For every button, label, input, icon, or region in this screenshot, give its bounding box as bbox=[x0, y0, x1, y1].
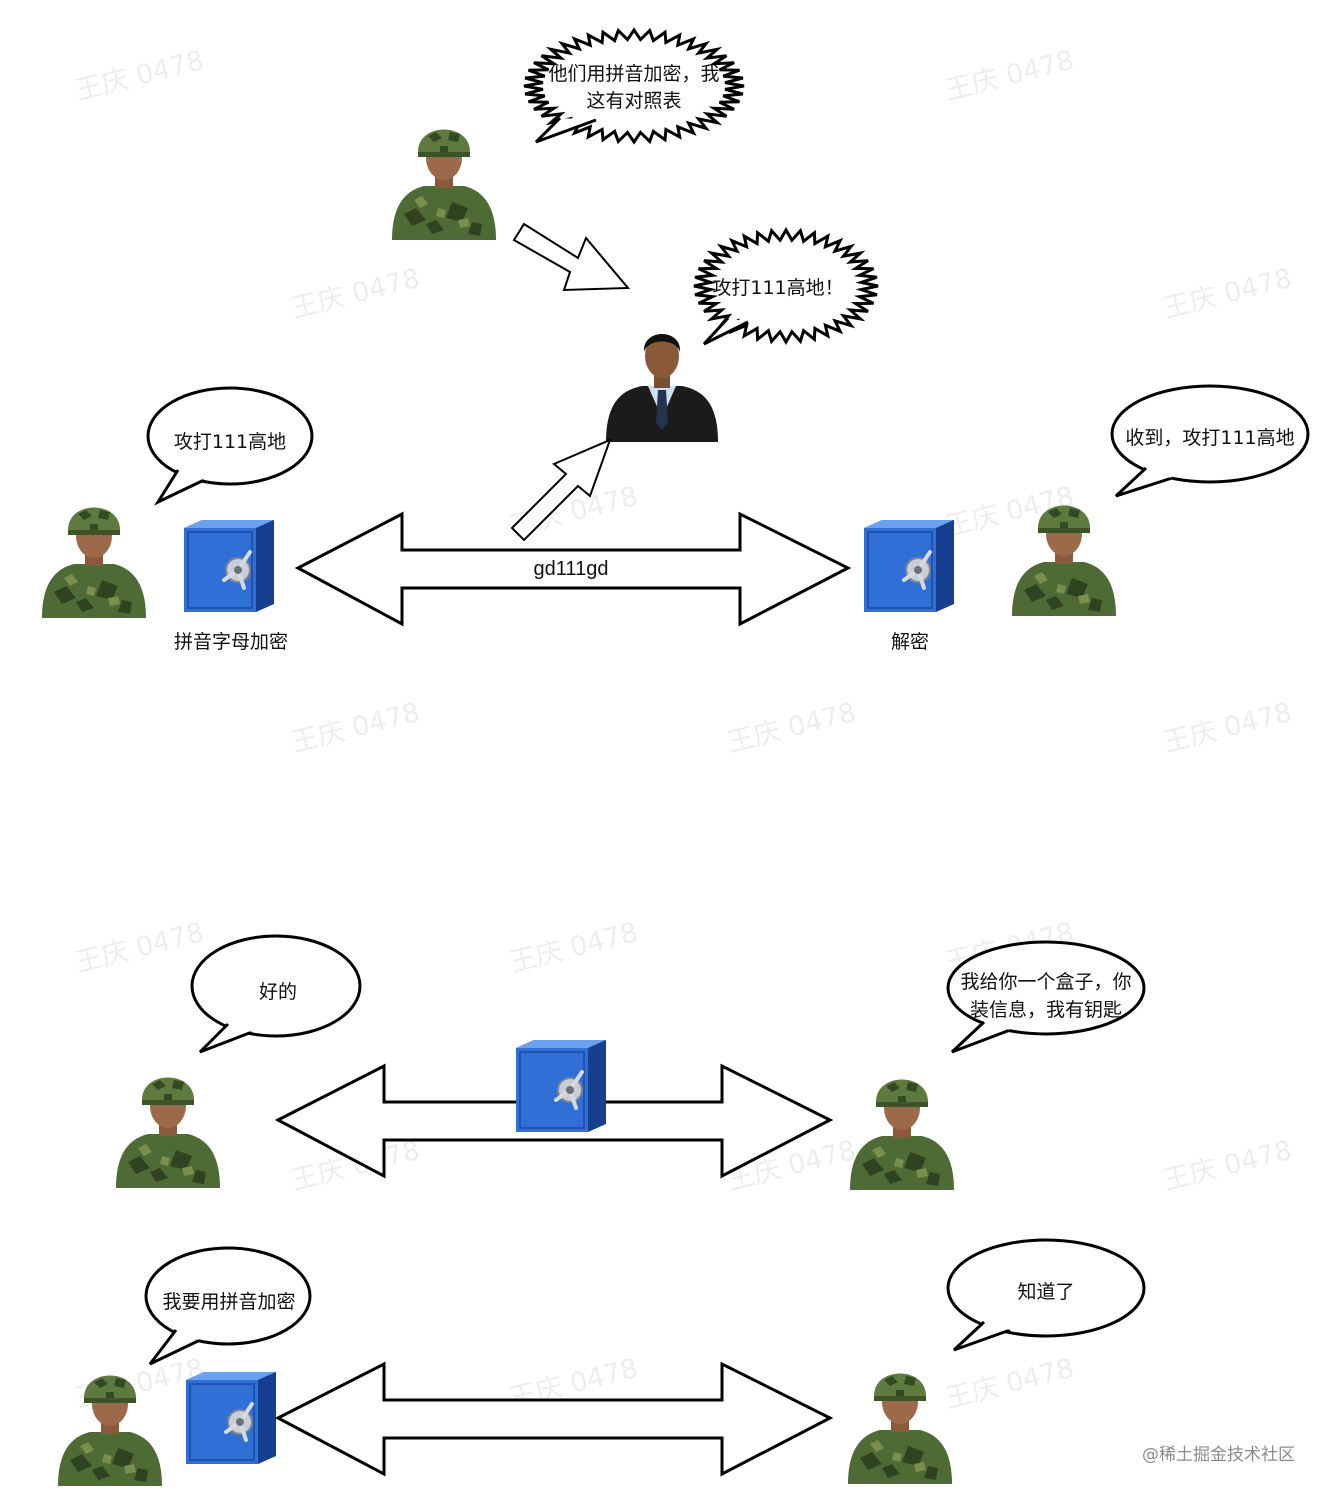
scene2-left-speech-bubble: 好的 bbox=[190, 934, 362, 1054]
scene2-right-speech-bubble: 我给你一个盒子，你 装信息，我有钥匙 bbox=[946, 940, 1146, 1054]
svg-text:王庆 0478: 王庆 0478 bbox=[724, 697, 859, 759]
scene2-left-soldier-icon bbox=[116, 1077, 220, 1188]
sender-soldier-icon bbox=[42, 507, 146, 618]
message-label: gd111gd bbox=[534, 558, 609, 580]
svg-text:王庆 0478: 王庆 0478 bbox=[72, 45, 207, 107]
scene2-right-bubble-text-line1: 我给你一个盒子，你 bbox=[960, 971, 1131, 993]
scene2-left-bubble-text: 好的 bbox=[259, 981, 297, 1003]
sender-bubble-text: 攻打111高地 bbox=[174, 431, 286, 453]
svg-text:王庆 0478: 王庆 0478 bbox=[942, 1353, 1077, 1415]
scene3-right-bubble-text: 知道了 bbox=[1017, 1281, 1074, 1303]
scene3-left-speech-bubble: 我要用拼音加密 bbox=[144, 1246, 312, 1366]
channel-to-boss-arrow bbox=[510, 438, 612, 542]
watermark-layer: 王庆 0478 王庆 0478 王庆 0478 王庆 0478 王庆 0478 … bbox=[72, 45, 1295, 1415]
svg-text:王庆 0478: 王庆 0478 bbox=[1160, 697, 1295, 759]
svg-text:王庆 0478: 王庆 0478 bbox=[288, 697, 423, 759]
svg-text:王庆 0478: 王庆 0478 bbox=[1160, 263, 1295, 325]
boss-speech-bubble: 攻打111高地！ bbox=[693, 227, 879, 346]
svg-text:王庆 0478: 王庆 0478 bbox=[1160, 1135, 1295, 1197]
scene3-double-arrow bbox=[274, 1361, 834, 1477]
channel-double-arrow bbox=[294, 511, 852, 627]
encrypt-label: 拼音字母加密 bbox=[174, 631, 288, 653]
spy-speech-bubble: 他们用拼音加密，我 这有对照表 bbox=[523, 27, 745, 145]
svg-text:王庆 0478: 王庆 0478 bbox=[506, 917, 641, 979]
scene2-shared-safe-icon bbox=[514, 1038, 608, 1134]
businessman-icon bbox=[606, 334, 718, 442]
svg-text:王庆 0478: 王庆 0478 bbox=[288, 263, 423, 325]
svg-text:王庆 0478: 王庆 0478 bbox=[72, 917, 207, 979]
receiver-speech-bubble: 收到，攻打111高地 bbox=[1110, 384, 1310, 498]
scene3-right-soldier-icon bbox=[848, 1373, 952, 1484]
spy-bubble-text-line1: 他们用拼音加密，我 bbox=[548, 63, 719, 85]
scene3-left-bubble-text: 我要用拼音加密 bbox=[162, 1291, 295, 1313]
decrypt-label: 解密 bbox=[891, 631, 929, 653]
scene2-right-soldier-icon bbox=[850, 1079, 954, 1190]
encrypt-safe-icon bbox=[182, 518, 276, 614]
scene3-safe-icon bbox=[184, 1370, 278, 1466]
boss-bubble-text: 攻打111高地！ bbox=[712, 277, 843, 299]
spy-soldier-icon bbox=[392, 129, 496, 240]
scene3-right-speech-bubble: 知道了 bbox=[946, 1238, 1146, 1352]
scene2-right-bubble-text-line2: 装信息，我有钥匙 bbox=[970, 999, 1122, 1021]
svg-text:王庆 0478: 王庆 0478 bbox=[942, 45, 1077, 107]
decrypt-safe-icon bbox=[862, 518, 956, 614]
site-watermark: @稀土掘金技术社区 bbox=[1142, 1445, 1295, 1465]
spy-to-boss-arrow bbox=[512, 222, 631, 292]
receiver-bubble-text: 收到，攻打111高地 bbox=[1125, 427, 1294, 449]
spy-bubble-text-line2: 这有对照表 bbox=[586, 90, 681, 112]
sender-speech-bubble: 攻打111高地 bbox=[146, 386, 314, 506]
